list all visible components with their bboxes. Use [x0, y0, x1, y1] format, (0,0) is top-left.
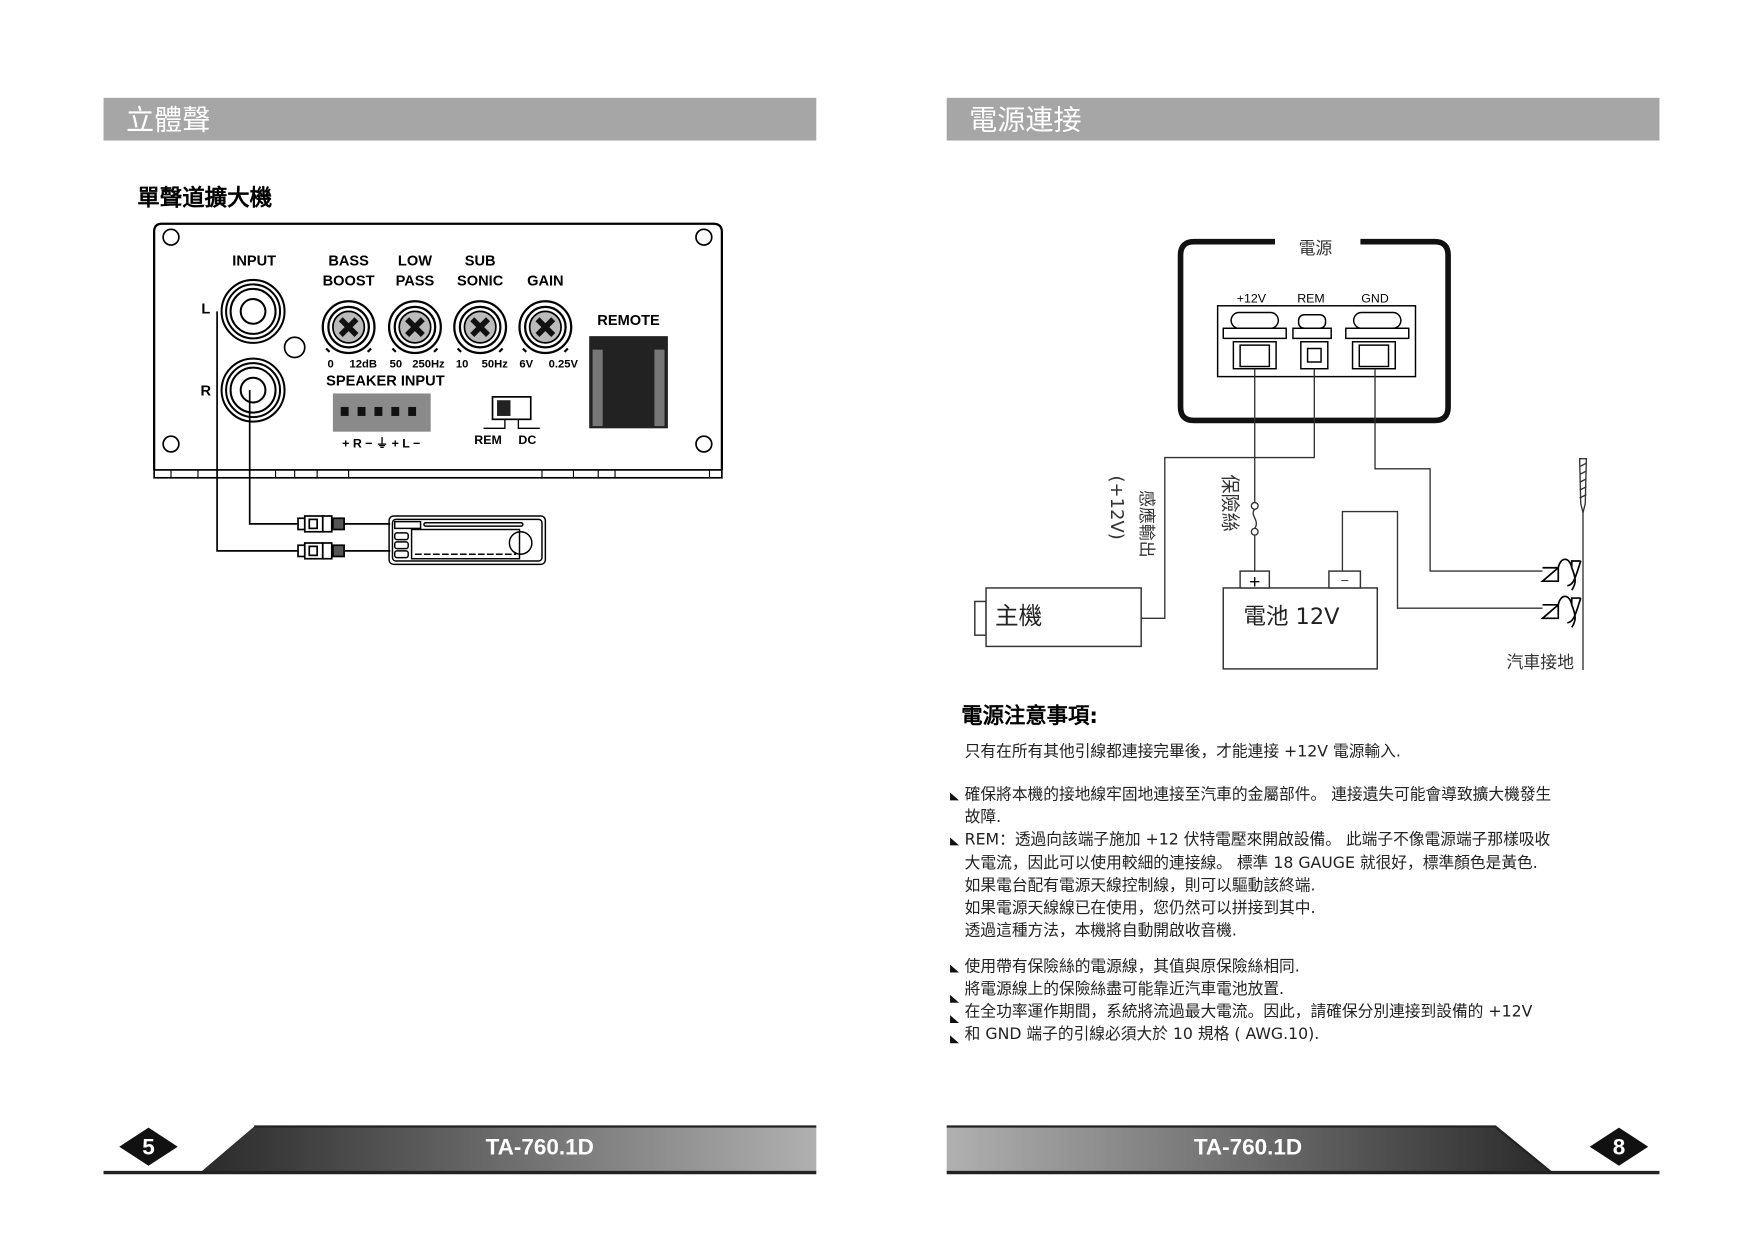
- knob-bass-boost[interactable]: BASS BOOST 0 12dB: [323, 253, 377, 371]
- note-line: 確保將本機的接地線牢固地連接至汽車的金屬部件。 連接遺失可能會導致擴大機發生: [965, 784, 1552, 803]
- knob-label: PASS: [396, 274, 435, 290]
- amplifier-panel: INPUT L R BASS BOOST 0 12dB LOW PASS 50 …: [153, 222, 723, 479]
- remote-voltage-label: (+12V): [1106, 476, 1127, 540]
- head-unit-box: [974, 587, 1142, 648]
- knob-max: 12dB: [349, 359, 376, 371]
- fuse-icon: [1250, 501, 1259, 536]
- speaker-input-label: SPEAKER INPUT: [326, 374, 445, 390]
- knob-min: 10: [456, 359, 469, 371]
- note-line: 大電流，因此可以使用較細的連接線。 標準 18 GAUGE 就很好，標準顏色是黃…: [965, 853, 1538, 872]
- knob-min: 50: [390, 359, 403, 371]
- power-wiring-diagram: 電源 +12V REM GND (+12V): [974, 238, 1588, 672]
- right-section-title: 電源連接: [969, 103, 1081, 136]
- knob-label: BASS: [328, 253, 369, 269]
- knob-min: 0: [328, 359, 334, 371]
- left-section-title: 立體聲: [126, 103, 210, 136]
- knob-min: 6V: [519, 359, 533, 371]
- knob-max: 50Hz: [482, 359, 509, 371]
- note-line: 只有在所有其他引線都連接完畢後，才能連接 +12V 電源輸入.: [965, 742, 1401, 761]
- speaker-input-terminal: [332, 393, 431, 432]
- note-line: 透過這種方法，本機將自動開啟收音機.: [965, 920, 1237, 939]
- remote-output-label: 感應輸出: [1137, 490, 1157, 557]
- battery-plus: +: [1249, 572, 1260, 593]
- knob-gain[interactable]: GAIN 6V 0.25V: [519, 274, 579, 371]
- terminal-rem-label: REM: [1297, 291, 1324, 305]
- ground-screw-icon: [1578, 458, 1588, 513]
- head-unit-label: 主機: [995, 602, 1042, 630]
- right-header-bar: 電源連接: [946, 97, 1660, 141]
- rca-jack-left: [220, 278, 286, 344]
- mounting-holes: [162, 228, 713, 453]
- chassis-ground-label: 汽車接地: [1507, 652, 1575, 672]
- wires: [1141, 368, 1584, 671]
- switch-rem-label: REM: [474, 433, 501, 447]
- remote-label: REMOTE: [597, 313, 660, 329]
- note-line: 如果電台配有電源天線控制線，則可以驅動該終端.: [965, 875, 1316, 894]
- rem-dc-switch[interactable]: [483, 396, 540, 429]
- knob-label: SONIC: [457, 274, 504, 290]
- input-label: INPUT: [232, 253, 276, 269]
- remote-port[interactable]: [589, 336, 668, 429]
- note-line: 在全功率運作期間，系統將流過最大電流。因此，請確保分別連接到設備的 +12V: [965, 1001, 1533, 1020]
- left-page-number: 5: [142, 1135, 155, 1160]
- knob-low-pass[interactable]: LOW PASS 50 250Hz: [389, 253, 445, 371]
- input-l-label: L: [201, 302, 210, 318]
- knob-max: 0.25V: [549, 359, 579, 371]
- note-line: 將電源線上的保險絲盡可能靠近汽車電池放置.: [965, 979, 1284, 998]
- input-r-label: R: [201, 384, 212, 400]
- battery-box: [1222, 570, 1379, 670]
- battery-minus: −: [1340, 574, 1349, 590]
- power-label: 電源: [1299, 238, 1333, 258]
- power-terminal-block: [1216, 305, 1417, 378]
- ground-fork-terminal: [1541, 558, 1582, 592]
- head-unit-radio-icon: [388, 515, 547, 566]
- switch-dc-label: DC: [518, 433, 536, 447]
- terminal-12v-label: +12V: [1237, 291, 1267, 305]
- bullet-icons: [950, 792, 960, 1044]
- knob-label: LOW: [398, 253, 432, 269]
- rca-cables: [216, 311, 391, 560]
- fuse-label: 保險絲: [1218, 474, 1241, 531]
- right-model-name: TA-760.1D: [1194, 1135, 1302, 1160]
- battery-label: 電池 12V: [1243, 604, 1340, 630]
- panel-bottom-ticks: [170, 469, 711, 478]
- left-footer: 5 TA-760.1D: [103, 1125, 817, 1175]
- terminal-gnd-label: GND: [1361, 291, 1389, 305]
- left-model-name: TA-760.1D: [486, 1135, 594, 1160]
- note-line: 使用帶有保險絲的電源線，其值與原保險絲相同.: [965, 956, 1300, 975]
- rca-jack-right: [220, 357, 286, 423]
- ground-fork-terminal: [1541, 595, 1582, 629]
- note-line: 和 GND 端子的引線必須大於 10 規格 ( AWG.10).: [965, 1024, 1320, 1043]
- note-line: REM：透過向該端子施加 +12 伏特電壓來開啟設備。 此端子不像電源端子那樣吸…: [965, 829, 1551, 848]
- right-page-number: 8: [1613, 1135, 1626, 1160]
- note-line: 如果電源天線線已在使用，您仍然可以拼接到其中.: [965, 898, 1316, 917]
- speaker-terminal-labels: + R − ⏚ + L −: [342, 436, 420, 450]
- knob-max: 250Hz: [412, 359, 445, 371]
- notes-title: 電源注意事項:: [961, 703, 1098, 729]
- note-line: 故障.: [965, 807, 1001, 826]
- left-header-bar: 立體聲: [103, 97, 817, 141]
- knob-sub-sonic[interactable]: SUB SONIC 10 50Hz: [454, 253, 509, 371]
- amp-subtitle: 單聲道擴大機: [137, 185, 272, 212]
- knob-label: GAIN: [527, 274, 564, 290]
- knob-label: BOOST: [323, 274, 375, 290]
- right-footer: 8 TA-760.1D: [946, 1125, 1660, 1175]
- knob-label: SUB: [465, 253, 496, 269]
- power-notes: 電源注意事項: 只有在所有其他引線都連接完畢後，才能連接 +12V 電源輸入. …: [950, 703, 1552, 1044]
